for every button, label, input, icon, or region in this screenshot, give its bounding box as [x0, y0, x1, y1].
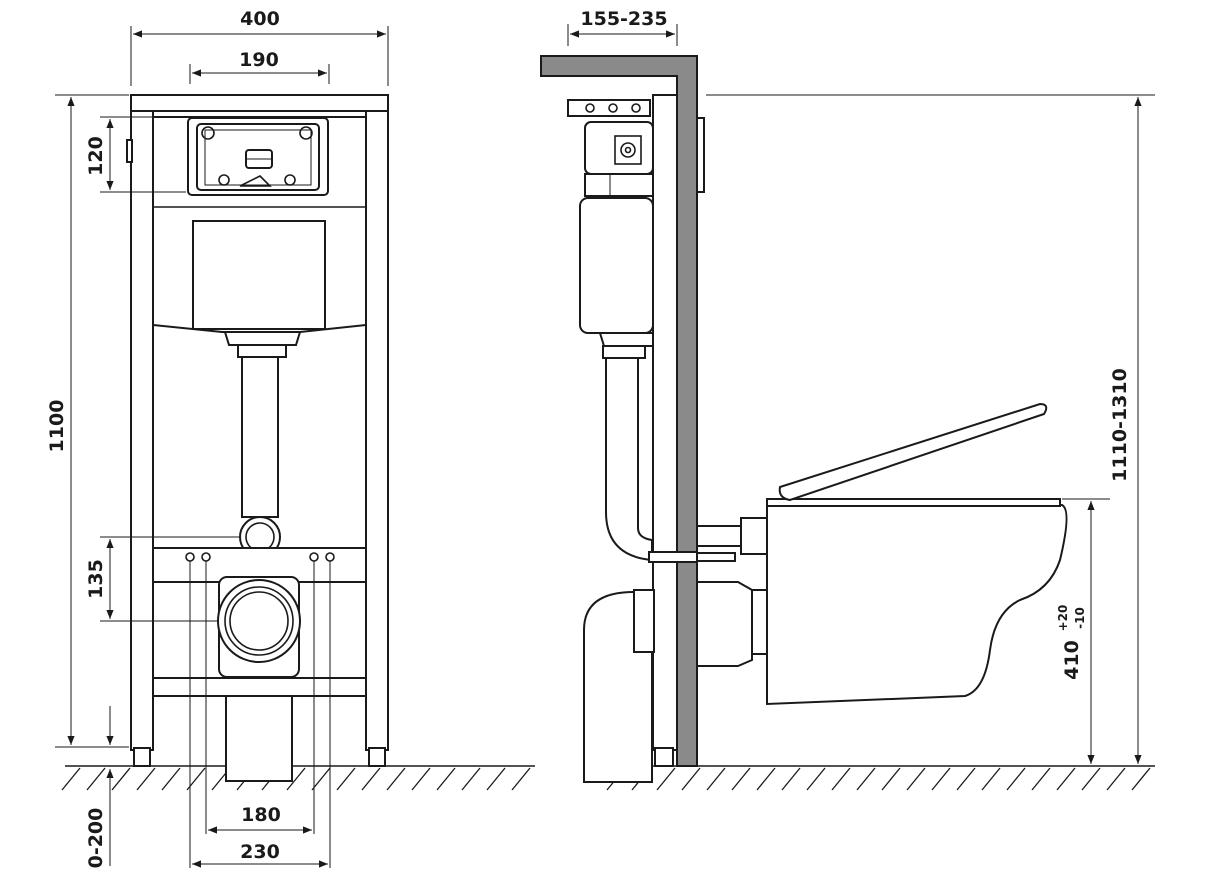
- dim-seat-height: 410: [1061, 640, 1083, 680]
- mechanism-base: [584, 173, 654, 197]
- floor-hatch-front: [61, 767, 531, 791]
- flush-pipe-collar: [223, 331, 302, 346]
- frame-side-clip: [126, 139, 133, 163]
- frame-right-foot: [368, 747, 386, 767]
- flush-arrow-icon: [239, 175, 272, 187]
- flush-pipe: [241, 356, 279, 518]
- flush-pipe-nut: [237, 344, 287, 358]
- dim-outlet-spacing: 230: [240, 841, 280, 863]
- side-cistern: [579, 197, 654, 334]
- toilet-seat: [766, 498, 1061, 507]
- frame-left-foot: [133, 747, 151, 767]
- side-frame-foot: [654, 747, 674, 767]
- side-flush-pipe: [605, 357, 653, 562]
- dim-seat-tol-plus: +20: [1056, 605, 1070, 632]
- flush-mechanism-box: [584, 121, 654, 175]
- drain-pipe-stub: [225, 695, 293, 782]
- dim-overall-height: 1110-1310: [1109, 368, 1131, 482]
- dim-frame-height: 1100: [46, 400, 68, 453]
- flush-plate-edge: [696, 117, 705, 193]
- side-cistern-collar: [598, 332, 654, 347]
- side-bolt-plate: [648, 551, 698, 563]
- dim-wall-depth: 155-235: [580, 8, 667, 30]
- dim-seat-tol-minus: -10: [1073, 607, 1087, 629]
- frame-left-upright: [130, 94, 154, 751]
- toilet-lid: [778, 402, 1048, 502]
- drain-outlet-inner: [224, 586, 294, 656]
- dim-button-height: 120: [85, 136, 107, 176]
- mount-hole-tr: [299, 126, 313, 140]
- toilet-bowl: [766, 504, 1068, 706]
- dim-leg-adjust: 0-200: [85, 808, 107, 869]
- wall-section: [540, 55, 698, 767]
- front-view: 400 190 120 1100 135 0-200 180 230: [46, 8, 535, 868]
- side-pipe-nut: [602, 345, 646, 359]
- flush-connector: [696, 525, 742, 547]
- side-frame-upright: [652, 94, 678, 751]
- dim-mount-spacing: 190: [239, 49, 279, 71]
- drain-outlet-bore: [229, 591, 289, 651]
- frame-right-upright: [365, 94, 389, 751]
- cistern-access-panel: [192, 220, 326, 330]
- frame-lower-crossbar: [152, 677, 367, 697]
- mechanism-socket: [614, 135, 642, 165]
- side-view: 155-235 1110-1310 410 +20 -10: [540, 8, 1155, 791]
- flush-mechanism-housing: [204, 129, 312, 186]
- drain-connector: [696, 581, 753, 667]
- dim-frame-width: 400: [240, 8, 280, 30]
- frame-top-bar: [130, 94, 389, 112]
- floor-hatch-side: [606, 767, 1151, 791]
- dim-bolt-spacing: 180: [241, 804, 281, 826]
- dim-inlet-height: 135: [85, 559, 107, 599]
- side-bolt-rod: [696, 552, 736, 562]
- mount-hole-br: [284, 174, 296, 186]
- mount-hole-tl: [201, 126, 215, 140]
- mount-hole-bl: [218, 174, 230, 186]
- drain-elbow-flange: [633, 589, 655, 653]
